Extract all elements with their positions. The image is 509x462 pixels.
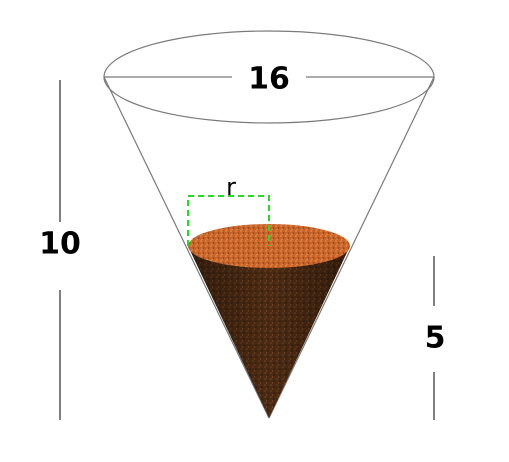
cone-right-edge xyxy=(268,76,435,419)
fill-radius-label: r xyxy=(226,173,236,201)
cone-left-edge xyxy=(103,76,270,419)
radius-marker xyxy=(187,195,270,246)
soil-fill-shading xyxy=(188,246,350,418)
fill-height-label: 5 xyxy=(425,321,446,356)
height-label: 10 xyxy=(39,227,81,262)
top-diameter-label: 16 xyxy=(248,62,290,97)
